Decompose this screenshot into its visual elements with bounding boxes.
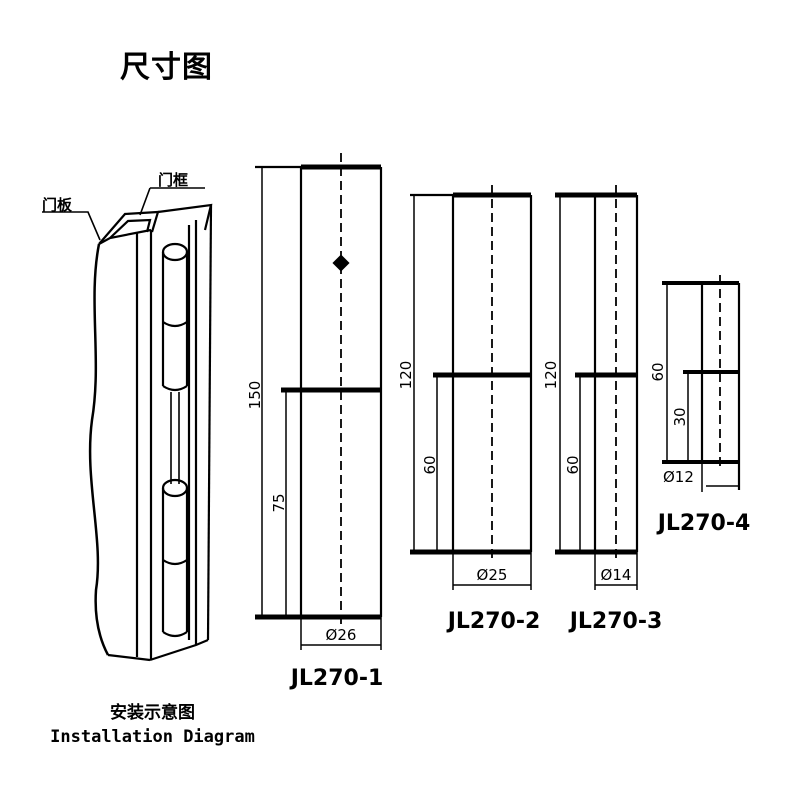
model-label-jl270-4: JL270-4 [656,511,751,536]
page-title: 尺寸图 [120,50,213,85]
jl270-2-diameter: Ø25 [477,566,508,584]
jl270-4-half-height: 30 [671,407,689,426]
hinge-drawing-jl270-3 [555,185,639,590]
jl270-4-diameter: Ø12 [663,468,694,486]
hinge-drawing-jl270-4 [662,275,741,492]
hinge-barrel-lower [161,478,189,638]
jl270-3-total-height: 120 [542,361,560,390]
hinge-barrel-upper [161,242,189,392]
installation-sketch [42,187,213,662]
jl270-1-total-height: 150 [246,381,264,410]
jl270-4-total-height: 60 [649,362,667,381]
model-label-jl270-1: JL270-1 [289,666,384,691]
installation-caption-cn: 安装示意图 [110,703,195,723]
hinge-drawing-jl270-2 [410,185,533,590]
jl270-1-diameter: Ø26 [326,626,357,644]
door-panel-label: 门板 [42,196,73,214]
model-label-jl270-2: JL270-2 [446,609,541,634]
model-label-jl270-3: JL270-3 [568,609,663,634]
jl270-3-diameter: Ø14 [601,566,632,584]
jl270-1-half-height: 75 [270,493,288,512]
jl270-3-half-height: 60 [564,455,582,474]
jl270-2-half-height: 60 [421,455,439,474]
hinge-drawing-jl270-1 [255,153,383,650]
installation-caption-en: Installation Diagram [50,727,255,747]
jl270-2-total-height: 120 [397,361,415,390]
door-frame-label: 门框 [158,171,188,189]
